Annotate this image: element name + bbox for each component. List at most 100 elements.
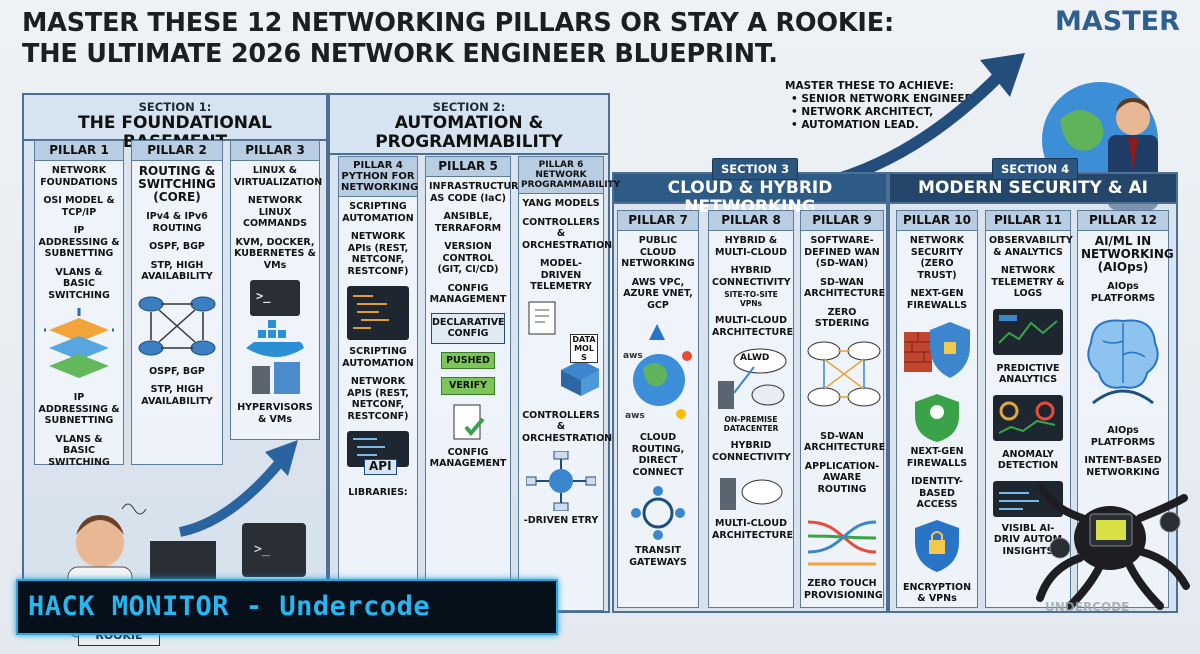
pillar-item: SCRIPTING AUTOMATION (342, 346, 414, 369)
transit-gateway-icon (631, 486, 685, 540)
pillar-item: ANOMALY DETECTION (997, 448, 1059, 472)
terminal-docker-server-icon: >_ (246, 280, 304, 394)
pillar-item: ZERO STDERING (814, 306, 870, 330)
pillar-item: YANG MODELS (522, 198, 600, 209)
pillar-item: AWS VPC, AZURE VNET, GCP (623, 276, 693, 311)
pillar-2: PILLAR 2 ROUTING & SWITCHING (CORE) IPv4… (131, 140, 223, 465)
master-label: MASTER (1055, 6, 1180, 37)
pillar-item: APPLICATION-AWARE ROUTING (804, 460, 880, 495)
pillar-header: PILLAR 5 (426, 157, 510, 177)
pillar-item: MODEL-DRIVEN TELEMETRY (530, 258, 592, 292)
pillar-item: HYBRID & MULTI-CLOUD (715, 235, 787, 258)
section-4-tab: SECTION 4 (992, 158, 1079, 180)
declarative-config-box: DECLARATIVE CONFIG (431, 312, 505, 344)
code-window-icon (347, 431, 409, 467)
pillar-item: NETWORK LINUX COMMANDS (243, 195, 307, 229)
ai-brain-icon (1087, 319, 1159, 405)
achieve-heading: MASTER THESE TO ACHIEVE: (785, 80, 954, 92)
pillar-item: HYBRID CONNECTIVITY (712, 440, 791, 463)
page-title: MASTER THESE 12 NETWORKING PILLARS OR ST… (22, 8, 1002, 70)
pillar-item: VISIBL AI-DRIV AUTOM INSIGHTS (993, 522, 1063, 557)
pillar-item: CONFIG MANAGEMENT (429, 282, 507, 306)
pillar-item: AI/ML IN NETWORKING (AIOps) (1081, 234, 1174, 274)
pillar-item: TRANSIT GATEWAYS (629, 545, 687, 568)
progress-arrow (178, 440, 298, 537)
section-name: AUTOMATION & PROGRAMMABILITY (375, 113, 563, 152)
document-check-icon (453, 404, 485, 439)
pillar-7: PILLAR 7 PUBLIC CLOUD NETWORKING AWS VPC… (617, 210, 699, 608)
pillar-item: SITE-TO-SITE VPNs (724, 290, 778, 308)
pillar-item: NETWORK APIS (REST, NETCONF, RESTCONF) (347, 376, 409, 422)
pillar-8: PILLAR 8 HYBRID & MULTI-CLOUD HYBRID CON… (708, 210, 794, 608)
pillar-3: PILLAR 3 LINUX & VIRTUALIZATION NETWORK … (230, 140, 323, 440)
encryption-lock-icon (915, 519, 959, 572)
router-topology-icon (138, 296, 216, 355)
pillar-header: PILLAR 2 (132, 141, 222, 161)
pillar-item: IP ADDRESSING & SUBNETTING (38, 225, 120, 259)
watermark: UNDERCODE (1045, 600, 1130, 614)
pillar-item: LINUX & VIRTUALIZATION (234, 165, 323, 188)
pillar-item: PREDICTIVE ANALYTICS (996, 362, 1060, 386)
pillar-10: PILLAR 10 NETWORK SECURITY (ZERO TRUST) … (896, 210, 978, 608)
pillar-item: OSPF, BGP (149, 241, 205, 252)
data-models-label: DATA MOL S (570, 333, 598, 363)
pillar-item: HYBRID CONNECTIVITY (712, 265, 791, 288)
pillar-4: PILLAR 4 PYTHON FOR NETWORKING SCRIPTING… (338, 156, 418, 611)
pushed-step: PUSHED (441, 351, 495, 369)
pillar-item: NEXT-GEN FIREWALLS (906, 288, 968, 311)
sd-wan-mesh-icon (807, 341, 881, 406)
pillar-item: SD-WAN ARCHITECTURE (804, 276, 886, 300)
dashboard-monitor-icon (993, 308, 1063, 355)
pillar-item: NETWORK FOUNDATIONS (40, 165, 118, 188)
achieve-item: SENIOR NETWORK ENGINEER, (785, 93, 977, 106)
pillar-header: PILLAR 1 (35, 141, 123, 161)
achieve-item: AUTOMATION LEAD. (785, 119, 977, 132)
pillar-item: ZERO TOUCH PROVISIONING (804, 578, 883, 601)
pillar-item: INTENT-BASED NETWORKING (1084, 455, 1162, 478)
network-layers-icon (44, 308, 114, 378)
achieve-item: NETWORK ARCHITECT, (785, 106, 977, 119)
pillar-item: ON-PREMISE DATACENTER (723, 415, 779, 433)
pillar-item: OSI MODEL & TCP/IP (43, 195, 115, 218)
pillar-header: PILLAR 10 (897, 211, 977, 231)
verify-step: VERIFY (441, 377, 495, 395)
pillar-item: ROUTING & SWITCHING (CORE) (138, 164, 216, 204)
pillar-item: AIOps PLATFORMS (1090, 425, 1156, 448)
pillar-item: -DRIVEN ETRY (523, 515, 599, 526)
section-3-tab: SECTION 3 (712, 158, 799, 180)
pillar-item: ENCRYPTION & VPNs (902, 581, 972, 605)
api-badge: API (364, 459, 397, 475)
orchestration-hub-icon (526, 451, 596, 511)
hack-monitor-banner: HACK MONITOR - Undercode (16, 579, 558, 635)
pillar-item: MULTI-CLOUD ARCHITECTURE (712, 518, 794, 541)
pillar-item: VLANS & BASIC SWITCHING (48, 433, 110, 468)
pillar-item: INFRASTRUCTURE AS CODE (IaC) (429, 181, 525, 204)
pillar-item: VERSION CONTROL (GIT, CI/CD) (437, 241, 499, 275)
title-line-2: THE ULTIMATE 2026 NETWORK ENGINEER BLUEP… (22, 39, 778, 69)
yang-illustration: DATA MOL S (522, 300, 600, 410)
pillar-item: STP, HIGH AVAILABILITY (141, 384, 213, 407)
data-model-icon (528, 301, 599, 396)
pillar-item: OBSERVABILITY & ANALYTICS (989, 235, 1073, 258)
section-2-header: SECTION 2: AUTOMATION & PROGRAMMABILITY (330, 95, 608, 155)
pillar-item: CLOUD ROUTING, DIRECT CONNECT (631, 432, 685, 478)
pillar-item: IP ADDRESSING & SUBNETTING (38, 392, 120, 426)
pillar-item: NETWORK APIs (REST, NETCONF, RESTCONF) (347, 231, 409, 277)
globe-cloud-icon: aws aws (623, 324, 692, 421)
pillar-item: SCRIPTING AUTOMATION (342, 201, 414, 224)
pillar-item: NETWORK SECURITY (ZERO TRUST) (909, 235, 965, 281)
pillar-item: STP, HIGH AVAILABILITY (141, 259, 213, 283)
pillar-item: CONFIG MANAGEMENT (429, 446, 507, 470)
pillar-header: PILLAR 3 (231, 141, 319, 161)
pillar-item: KVM, DOCKER, KUBERNETES & VMs (234, 236, 316, 271)
pillar-item: ANSIBLE, TERRAFORM (434, 211, 502, 234)
pillar-item: VLANS & BASIC SWITCHING (48, 266, 110, 301)
identity-shield-icon (915, 394, 959, 442)
pillar-header: PILLAR 11 (986, 211, 1070, 231)
pillar-header: PILLAR 7 (618, 211, 698, 231)
pillar-header: PILLAR 9 (801, 211, 883, 231)
multi-cloud-icon (720, 478, 783, 510)
svg-text:>_: >_ (254, 542, 270, 557)
api-illustration: API (342, 429, 414, 487)
